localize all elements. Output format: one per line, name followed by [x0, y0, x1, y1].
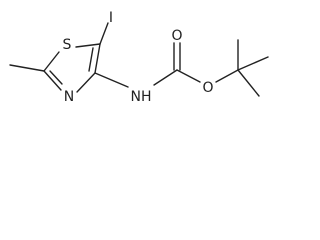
- bond-ester-o-quaternary-carbon: [215, 69, 239, 83]
- atom-label-sulfur: S: [63, 37, 72, 53]
- bond-carbonyl-ester-o: [176, 69, 201, 83]
- bond-c2-methyl: [9, 64, 45, 72]
- bond-c5-s: [75, 43, 101, 48]
- bond-c5-iodine: [99, 22, 109, 45]
- bond-c4-c5-outer: [94, 43, 101, 74]
- bond-tbu-methyl-right: [237, 56, 269, 71]
- atom-label-iodine: I: [109, 10, 113, 26]
- chemical-structure: I S N NH O O: [9, 10, 269, 105]
- atom-label-ring-nitrogen: N: [64, 89, 74, 105]
- bond-tbu-methyl-bottom: [237, 69, 260, 97]
- bond-s-c2: [43, 51, 60, 72]
- bond-nh-carbonyl-carbon: [153, 69, 178, 86]
- bond-c4-c5-inner: [88, 47, 94, 72]
- atom-label-carbonyl-oxygen: O: [171, 28, 182, 44]
- bond-c2-n3-outer: [43, 70, 62, 91]
- bond-c4-nh: [94, 72, 129, 88]
- atom-label-amide-nitrogen: NH: [131, 89, 152, 105]
- atom-label-ester-oxygen: O: [202, 80, 213, 96]
- bond-c2-n3-inner: [49, 70, 63, 85]
- bond-n3-c4: [76, 72, 96, 93]
